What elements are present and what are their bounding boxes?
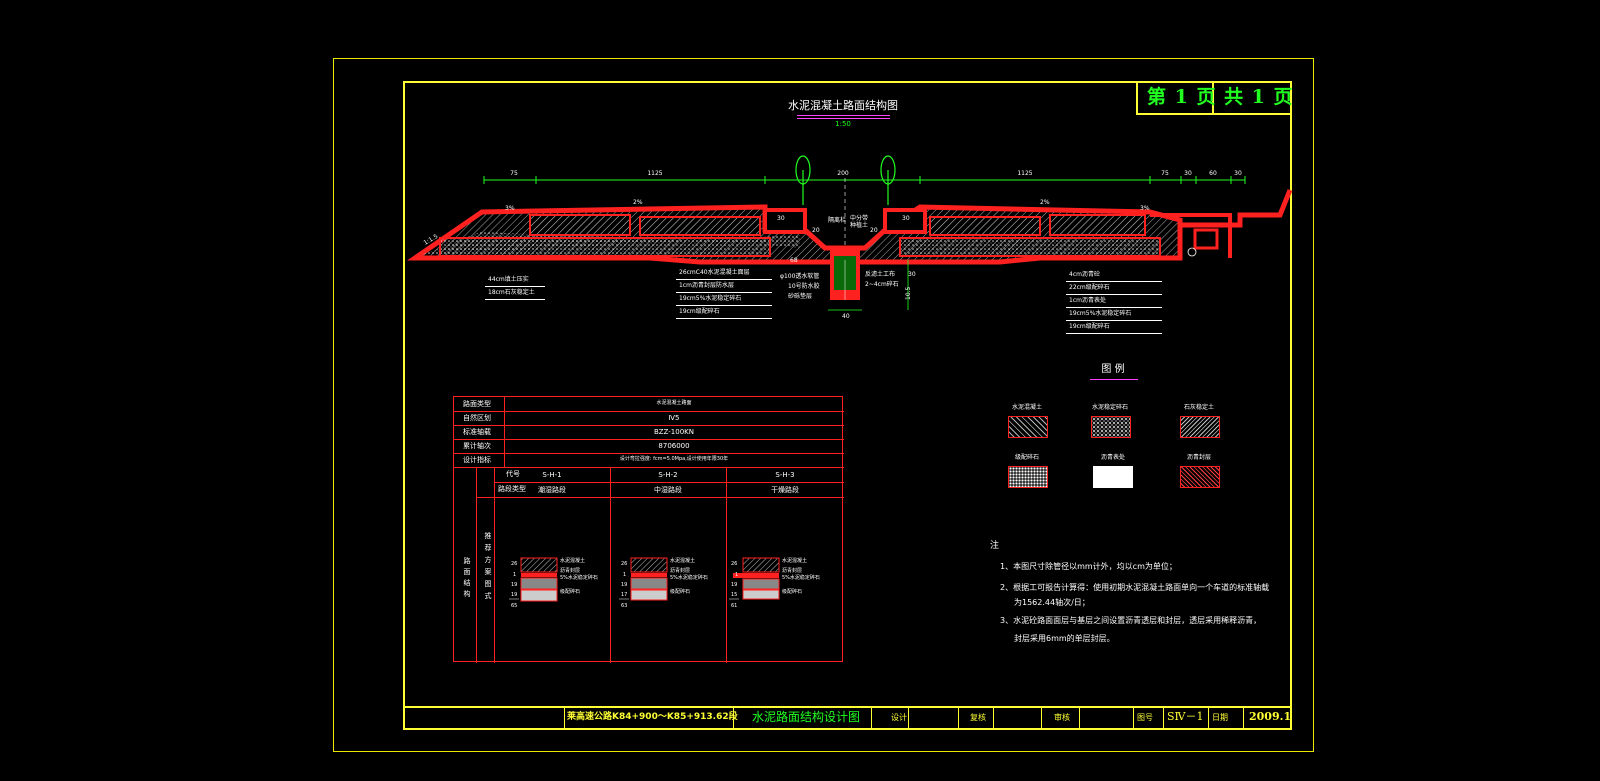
- project-name: 莱高速公路K84+900～K85+913.62段: [567, 712, 738, 722]
- dim-6: 30: [1184, 170, 1192, 177]
- review-label: 复核: [970, 713, 986, 722]
- title-underline: [797, 115, 890, 116]
- svg-text:61: 61: [731, 603, 737, 609]
- dim-5: 75: [1161, 170, 1169, 177]
- svg-text:26: 26: [511, 561, 517, 567]
- date-label: 日期: [1212, 713, 1228, 722]
- legend-label-5: 沥青表处: [1100, 454, 1126, 461]
- legend-label-6: 沥青封层: [1186, 454, 1212, 461]
- outer-border: [333, 58, 1314, 752]
- svg-text:5%水泥稳定碎石: 5%水泥稳定碎石: [782, 574, 820, 581]
- legend-label-4: 级配碎石: [1014, 454, 1040, 461]
- svg-text:40: 40: [842, 313, 850, 320]
- drawing-no-label: 图号: [1137, 713, 1153, 722]
- svg-text:20: 20: [870, 227, 878, 234]
- page-label: 第 1 页 共 1 页: [1147, 86, 1294, 108]
- audit-label: 审核: [1054, 713, 1070, 722]
- legend-swatch-concrete: [1008, 416, 1048, 438]
- svg-text:26: 26: [731, 561, 737, 567]
- legend-swatch-graded-gravel: [1008, 466, 1048, 488]
- svg-text:2%: 2%: [633, 199, 643, 206]
- drawing-frame: [403, 81, 1292, 730]
- legend-label-1: 水泥混凝土: [1011, 404, 1043, 411]
- legend-label-2: 水泥稳定碎石: [1091, 404, 1129, 411]
- svg-text:30: 30: [902, 215, 910, 222]
- dim-4: 1125: [1017, 170, 1032, 177]
- svg-text:隔离栏: 隔离栏: [828, 216, 846, 224]
- svg-text:1: 1: [623, 572, 626, 578]
- svg-text:中分带: 中分带: [850, 214, 868, 222]
- svg-text:5%水泥稳定碎石: 5%水泥稳定碎石: [670, 574, 708, 581]
- cross-section-drawing: 75 1125 200 1125 75 30 60 30 3% 2% 2%: [406, 155, 1293, 320]
- drawing-scale: 1:50: [835, 120, 851, 128]
- svg-text:级配碎石: 级配碎石: [560, 588, 580, 595]
- svg-text:30: 30: [777, 215, 785, 222]
- svg-text:3%: 3%: [1140, 205, 1150, 212]
- svg-text:水泥混凝土: 水泥混凝土: [560, 557, 585, 564]
- svg-text:种植土: 种植土: [850, 221, 868, 229]
- dim-8: 30: [1234, 170, 1242, 177]
- svg-text:2%: 2%: [1040, 199, 1050, 206]
- scheme-diagrams: 26 1 19 19 65 水泥混凝土 沥青封层 5%水泥稳定碎石 级配碎石 2…: [509, 557, 820, 609]
- svg-text:17: 17: [621, 592, 627, 598]
- drawing-name: 水泥路面结构设计图: [752, 710, 861, 724]
- dim-3: 200: [837, 170, 849, 177]
- dim-2: 1125: [647, 170, 662, 177]
- legend-label-3: 石灰稳定土: [1183, 404, 1215, 411]
- svg-text:30: 30: [908, 271, 916, 278]
- svg-text:水泥混凝土: 水泥混凝土: [670, 557, 695, 564]
- svg-text:沥青封层: 沥青封层: [670, 567, 690, 574]
- svg-text:63: 63: [621, 603, 627, 609]
- tree-icon: [795, 155, 896, 205]
- drawing-no: SⅣ－1: [1167, 710, 1204, 723]
- title-block: [403, 706, 1292, 730]
- svg-text:5%水泥稳定碎石: 5%水泥稳定碎石: [560, 574, 598, 581]
- svg-text:19: 19: [511, 592, 517, 598]
- dim-1: 75: [510, 170, 518, 177]
- svg-text:沥青封层: 沥青封层: [782, 567, 802, 574]
- svg-text:26: 26: [621, 561, 627, 567]
- pavement-table: 路面类型 水泥混凝土路面 自然区划 Ⅳ5 标准轴载 BZZ-100KN 累计轴次…: [453, 396, 844, 663]
- svg-text:19: 19: [621, 582, 627, 588]
- svg-text:10.5: 10.5: [905, 286, 912, 300]
- legend-swatch-surface: [1093, 466, 1133, 488]
- svg-text:级配碎石: 级配碎石: [782, 588, 802, 595]
- drawing-title: 水泥混凝土路面结构图: [788, 99, 898, 112]
- svg-text:水泥混凝土: 水泥混凝土: [782, 557, 807, 564]
- svg-text:沥青封层: 沥青封层: [560, 567, 580, 574]
- legend-title: 图 例: [1101, 364, 1125, 375]
- svg-text:19: 19: [731, 582, 737, 588]
- legend-swatch-cement-stabilized: [1091, 416, 1131, 438]
- page-label-box: [1136, 81, 1292, 115]
- svg-text:65: 65: [511, 603, 517, 609]
- svg-text:1: 1: [513, 572, 516, 578]
- svg-text:15: 15: [731, 592, 737, 598]
- svg-text:20: 20: [812, 227, 820, 234]
- svg-text:3%: 3%: [505, 205, 515, 212]
- design-label: 设计: [891, 713, 907, 722]
- svg-text:19: 19: [511, 582, 517, 588]
- dim-7: 60: [1209, 170, 1217, 177]
- svg-text:68: 68: [790, 257, 798, 264]
- legend-swatch-lime-soil: [1180, 416, 1220, 438]
- svg-text:1: 1: [735, 572, 738, 578]
- svg-text:级配碎石: 级配碎石: [670, 588, 690, 595]
- legend-swatch-seal-coat: [1180, 466, 1220, 488]
- date-value: 2009.1: [1249, 710, 1292, 723]
